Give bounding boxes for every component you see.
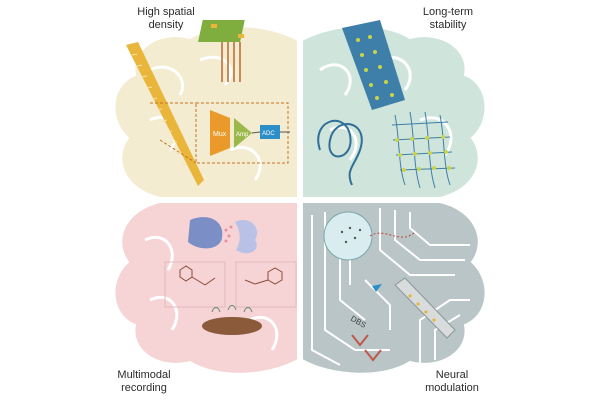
optical-sphere [323,211,373,261]
signal-wire [251,131,261,134]
quadrant-multimodal-recording [113,201,299,375]
quadrant-long-term-stability [301,20,487,199]
dbs-probe [394,277,456,339]
brain-gyri-pink [144,235,279,351]
probe-electrode-sites [131,53,188,166]
amp-label: Amp [236,132,249,138]
stimulation-path [369,231,416,238]
array-pad [211,24,217,28]
neuron-markers [351,334,382,362]
sensor-arcs [211,305,253,313]
probe-shank [126,42,204,186]
molecule-panel [235,261,297,308]
zoom-line [159,139,197,164]
coiled-fiber [317,119,363,186]
quadrant-neural-modulation: DBS [301,201,487,375]
adc-label: ADC [262,131,275,137]
film-electrodes [356,35,394,100]
dopamine-structure [244,267,283,285]
array-pcb [198,20,245,42]
mux-label: Mux [213,131,227,138]
array-shanks [221,42,241,82]
flexible-film [342,20,405,110]
adc-block [260,125,280,139]
label-high-spatial-density: High spatial density [137,6,195,31]
mesh-nodes [395,135,451,172]
presynaptic-terminal [188,217,223,249]
mux-block [210,110,230,156]
brain-gyri-mint [319,55,453,161]
molecule-structure [179,265,216,286]
label-long-term-stability: Long-term stability [422,6,474,31]
postsynaptic-terminal [235,220,258,254]
brain-lobe-mint [301,25,487,199]
pointer-arrow [372,284,382,292]
circuit-box [195,102,289,164]
neurotransmitters [224,225,233,243]
amp-block [234,118,252,148]
recording-disc [202,317,262,335]
molecule-panel [164,261,226,308]
dbs-contacts [408,294,436,322]
sphere-particles [340,226,362,244]
array-pad [238,34,244,38]
label-multimodal-recording: Multimodal recording [117,369,171,394]
label-neural-modulation: Neural modulation [425,369,479,394]
quadrant-high-spatial-density: Mux Amp ADC [113,20,299,199]
